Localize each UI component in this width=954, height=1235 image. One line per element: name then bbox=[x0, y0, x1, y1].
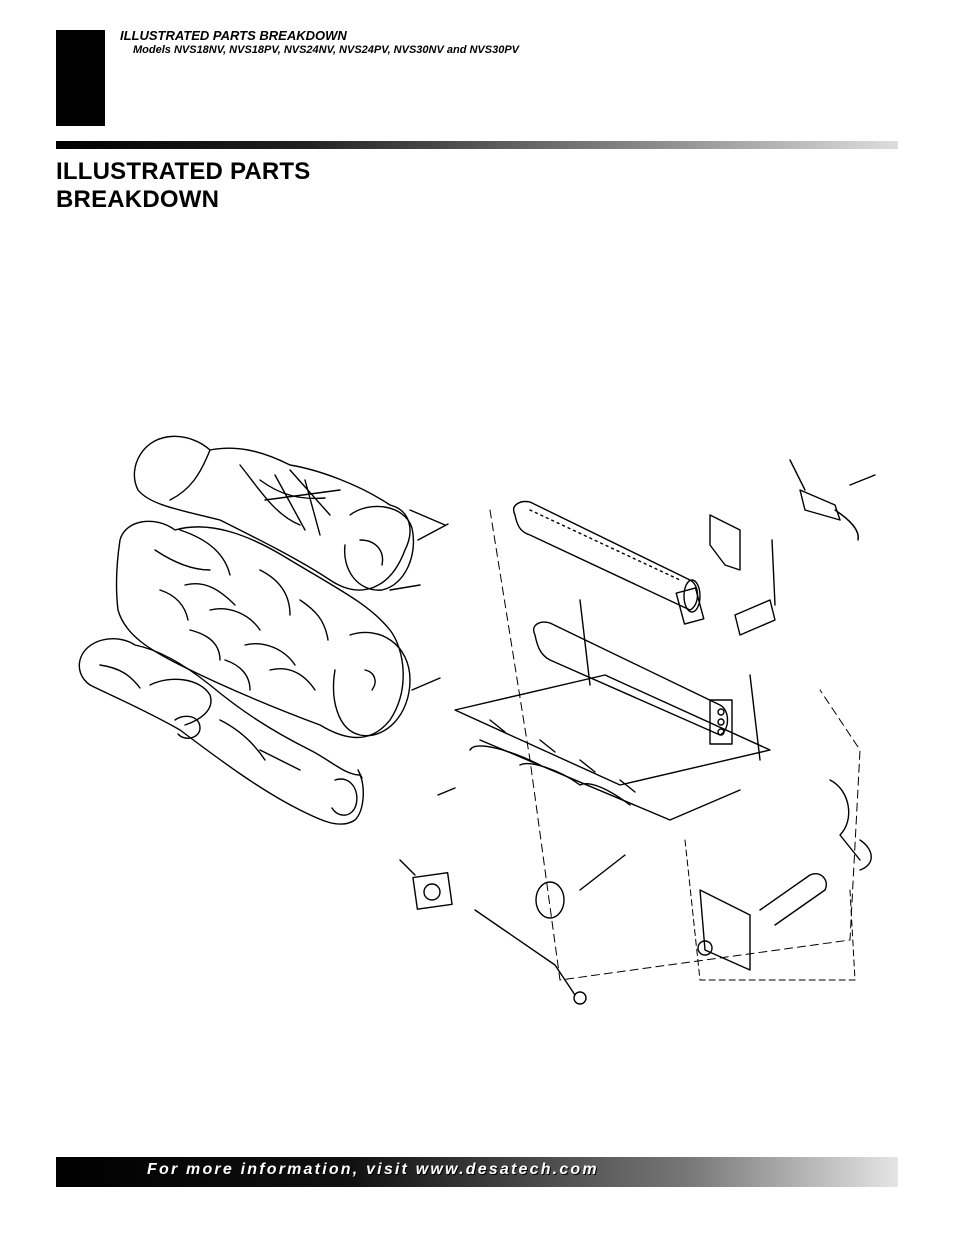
header-gradient-rule bbox=[56, 141, 898, 149]
assembly-dashed-outline bbox=[489, 509, 861, 981]
section-heading-line-1: ILLUSTRATED PARTS bbox=[56, 158, 311, 185]
bottom-log-illustration bbox=[78, 637, 364, 825]
footer-website-text: For more information, visit www.desatech… bbox=[147, 1161, 599, 1178]
lower-right-pilot-assembly bbox=[684, 779, 872, 981]
top-log-illustration bbox=[133, 435, 446, 591]
leader-middle-log bbox=[411, 677, 441, 691]
running-header-models: Models NVS18NV, NVS18PV, NVS24NV, NVS24P… bbox=[133, 44, 520, 56]
middle-log-illustration bbox=[115, 520, 411, 739]
running-header-title: ILLUSTRATED PARTS BREAKDOWN bbox=[120, 28, 347, 43]
lower-burner-and-grate bbox=[454, 599, 771, 821]
section-heading: ILLUSTRATED PARTS BREAKDOWN bbox=[56, 158, 311, 214]
upper-right-brackets bbox=[709, 459, 876, 636]
parts-exploded-diagram bbox=[78, 435, 876, 1005]
leader-top-log bbox=[417, 523, 449, 541]
upper-burner-tube bbox=[513, 500, 705, 625]
valve-and-fittings bbox=[399, 787, 626, 1005]
section-tab-block bbox=[56, 30, 105, 126]
section-heading-line-2: BREAKDOWN bbox=[56, 186, 220, 213]
footer-gradient-bar bbox=[56, 1157, 898, 1187]
leader-bottom-log bbox=[357, 769, 363, 779]
